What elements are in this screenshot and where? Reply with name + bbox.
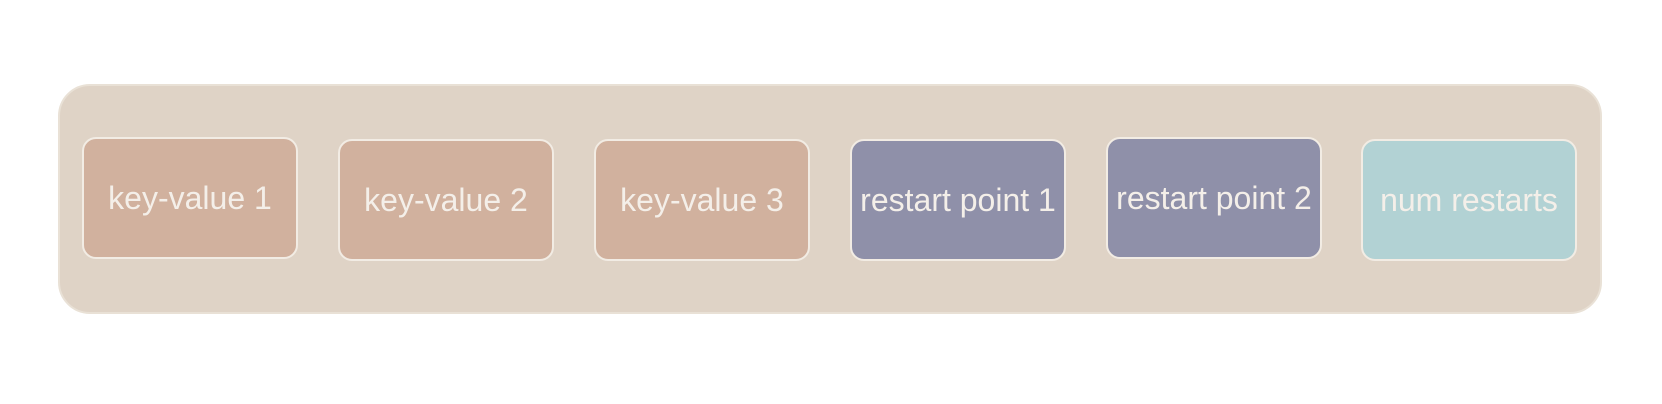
num-restarts-block: num restarts: [1361, 139, 1577, 261]
restart-point-1-block: restart point 1: [850, 139, 1066, 261]
key-value-2-block: key-value 2: [338, 139, 554, 261]
block-container: [58, 84, 1602, 314]
key-value-3-block: key-value 3: [594, 139, 810, 261]
restart-point-2-block: restart point 2: [1106, 137, 1322, 259]
key-value-1-block: key-value 1: [82, 137, 298, 259]
